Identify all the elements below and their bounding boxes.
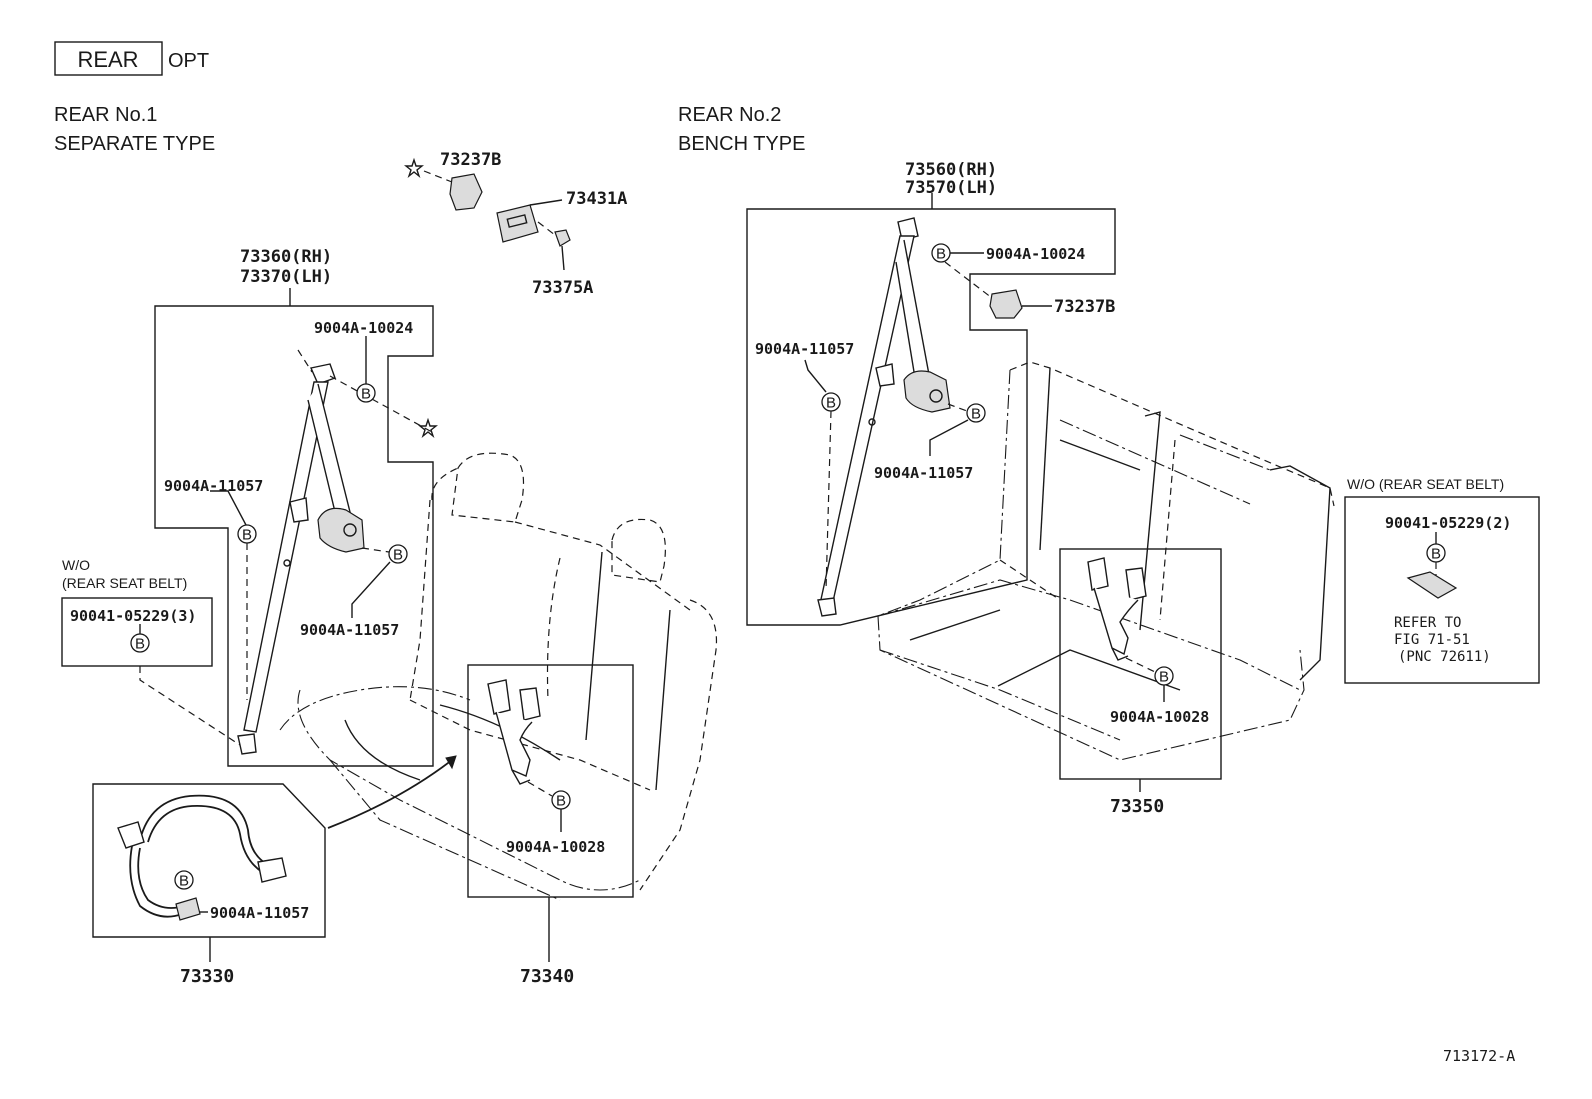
- bracket-icon: [1406, 571, 1458, 599]
- part-9004a-11057-left-b: 9004A-11057: [300, 621, 399, 639]
- top-small-parts: 73237B 73431A 73375A: [404, 150, 627, 298]
- part-73570-lh: 73570(LH): [905, 178, 997, 198]
- opt-label: OPT: [168, 50, 209, 72]
- separate-seat-icon: [279, 452, 718, 901]
- wo-right-box: [1344, 496, 1540, 684]
- part-9004a-10028-right: 9004A-10028: [1110, 708, 1209, 726]
- part-9004a-10028-left: 9004A-10028: [506, 838, 605, 856]
- bolt-marker-label: B: [1159, 669, 1169, 686]
- part-73237b-right: 73237B: [1054, 297, 1115, 317]
- rear-box-frame: [54, 41, 163, 76]
- bolt-marker-icon: [388, 544, 408, 564]
- bolt-marker-label: B: [936, 246, 946, 263]
- part-73330: 73330: [180, 966, 234, 987]
- belt-anchor-cover-icon: [449, 173, 483, 211]
- buckle-pair-left-icon: [487, 679, 541, 785]
- refer-line2: FIG 71-51: [1394, 632, 1470, 648]
- left-section-title-1: REAR No.1: [54, 104, 157, 126]
- right-section-title-2: BENCH TYPE: [678, 133, 805, 155]
- part-73360-rh: 73360(RH): [240, 247, 332, 267]
- rear-box-label: REAR: [77, 47, 138, 72]
- clip-icon: [554, 229, 571, 247]
- bolt-marker-icon: [966, 403, 986, 423]
- part-90041-05229-3: 90041-05229(3): [70, 607, 196, 625]
- bolt-marker-label: B: [393, 547, 403, 564]
- bolt-marker-icon: [130, 633, 150, 653]
- refer-line3: (PNC 72611): [1398, 649, 1491, 665]
- wo-left-box: [61, 597, 213, 667]
- part-73431a: 73431A: [566, 189, 627, 209]
- belt-anchor-cover-icon: [989, 289, 1023, 319]
- part-9004a-11057-right-a: 9004A-11057: [755, 340, 854, 358]
- bolt-marker-label: B: [361, 386, 371, 403]
- part-73370-lh: 73370(LH): [240, 267, 332, 287]
- bolt-marker-label: B: [1431, 546, 1441, 563]
- bolt-marker-label: B: [135, 636, 145, 653]
- bolt-marker-label: B: [826, 395, 836, 412]
- part-90041-05229-2: 90041-05229(2): [1385, 514, 1511, 532]
- belt-assembly-frame-left: [154, 305, 434, 767]
- part-9004a-10024-right: 9004A-10024: [986, 245, 1085, 263]
- part-73237b-top: 73237B: [440, 150, 501, 170]
- install-arrow: [327, 759, 453, 829]
- buckle-frame-73340: [467, 664, 634, 898]
- part-73340: 73340: [520, 966, 574, 987]
- retractor-belt-left-icon: [237, 349, 365, 755]
- right-section-title-1: REAR No.2: [678, 104, 781, 126]
- bolt-marker-icon: [174, 870, 194, 890]
- retractor-belt-right-icon: [817, 217, 951, 617]
- buckle-belt-icon: [117, 794, 287, 921]
- refer-line1: REFER TO: [1394, 615, 1461, 631]
- wo-left-line1: W/O: [62, 557, 90, 573]
- bolt-marker-label: B: [242, 527, 252, 544]
- left-section-title-2: SEPARATE TYPE: [54, 133, 215, 155]
- buckle-pair-right-icon: [1087, 557, 1147, 661]
- bolt-marker-label: B: [971, 406, 981, 423]
- part-9004a-11057-left-a: 9004A-11057: [164, 477, 263, 495]
- part-73560-rh: 73560(RH): [905, 160, 997, 180]
- wo-left-line2: (REAR SEAT BELT): [62, 575, 187, 591]
- part-9004a-10024-left: 9004A-10024: [314, 319, 413, 337]
- bolt-marker-label: B: [556, 793, 566, 810]
- plate-icon: [496, 204, 539, 243]
- star-icon: [404, 157, 424, 179]
- buckle-belt-frame-73330: [92, 783, 326, 938]
- part-73350: 73350: [1110, 796, 1164, 817]
- bolt-marker-label: B: [179, 873, 189, 890]
- part-9004a-11057-left-c: 9004A-11057: [210, 904, 309, 922]
- bench-seat-icon: [877, 361, 1335, 761]
- part-73375a: 73375A: [532, 278, 593, 298]
- figure-id: 713172-A: [1443, 1047, 1515, 1065]
- wo-right-label: W/O (REAR SEAT BELT): [1347, 476, 1504, 492]
- belt-assembly-frame-right: [746, 208, 1116, 626]
- part-9004a-11057-right-b: 9004A-11057: [874, 464, 973, 482]
- arrow-head-icon: [445, 755, 457, 770]
- star-icon: [418, 417, 438, 439]
